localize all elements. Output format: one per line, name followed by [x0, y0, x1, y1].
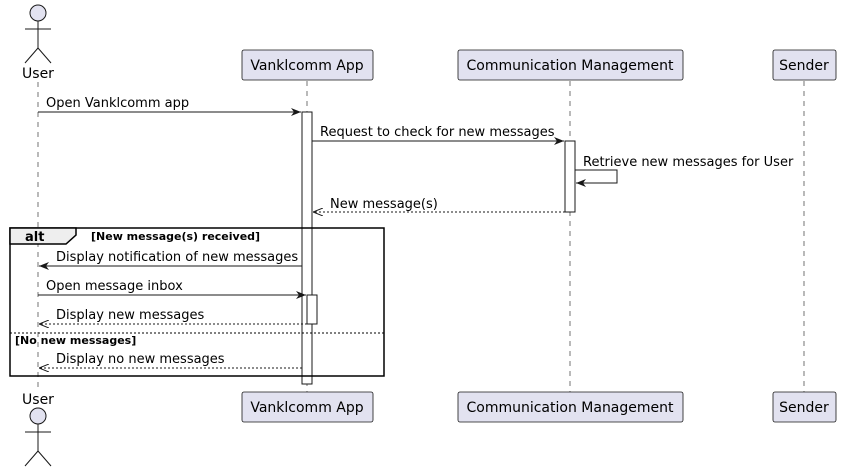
- alt-keyword: alt: [25, 230, 44, 245]
- message-label-retrieve: Retrieve new messages for User: [583, 155, 794, 170]
- message-label-display-notification: Display notification of new messages: [56, 250, 298, 265]
- message-arrow-retrieve-self: [575, 169, 618, 187]
- user-actor-icon-bottom: [24, 407, 52, 467]
- user-actor-icon-top: [24, 4, 52, 64]
- message-label-display-none: Display no new messages: [56, 352, 225, 367]
- participant-label-comm-bottom: Communication Management: [466, 400, 674, 416]
- participant-box-sender-bottom: [772, 391, 837, 423]
- alt-guard-none: [No new messages]: [15, 334, 136, 347]
- participant-label-user-bottom: User: [22, 392, 54, 408]
- participant-label-app-bottom: Vanklcomm App: [250, 400, 363, 416]
- participant-box-comm-bottom: [457, 391, 684, 423]
- message-label-request-check: Request to check for new messages: [320, 125, 555, 140]
- alt-fragment-frame: [9, 227, 385, 377]
- alt-guard-received: [New message(s) received]: [91, 230, 260, 243]
- message-label-open-inbox: Open message inbox: [46, 279, 183, 294]
- message-label-display-new: Display new messages: [56, 308, 204, 323]
- activation-comm: [564, 140, 576, 213]
- participant-label-comm-top: Communication Management: [466, 58, 674, 74]
- participant-label-user-top: User: [22, 66, 54, 82]
- participant-box-app-top: [241, 49, 374, 81]
- message-label-new-messages: New message(s): [330, 197, 438, 212]
- participant-label-sender-bottom: Sender: [779, 400, 829, 416]
- activation-app: [301, 111, 313, 385]
- message-label-open-app: Open Vanklcomm app: [46, 96, 189, 111]
- participant-box-app-bottom: [241, 391, 374, 423]
- activation-app-inbox: [306, 294, 318, 325]
- alt-fragment-tab: [9, 227, 77, 245]
- participant-label-sender-top: Sender: [779, 58, 829, 74]
- participant-box-sender-top: [772, 49, 837, 81]
- participant-label-app-top: Vanklcomm App: [250, 58, 363, 74]
- participant-box-comm-top: [457, 49, 684, 81]
